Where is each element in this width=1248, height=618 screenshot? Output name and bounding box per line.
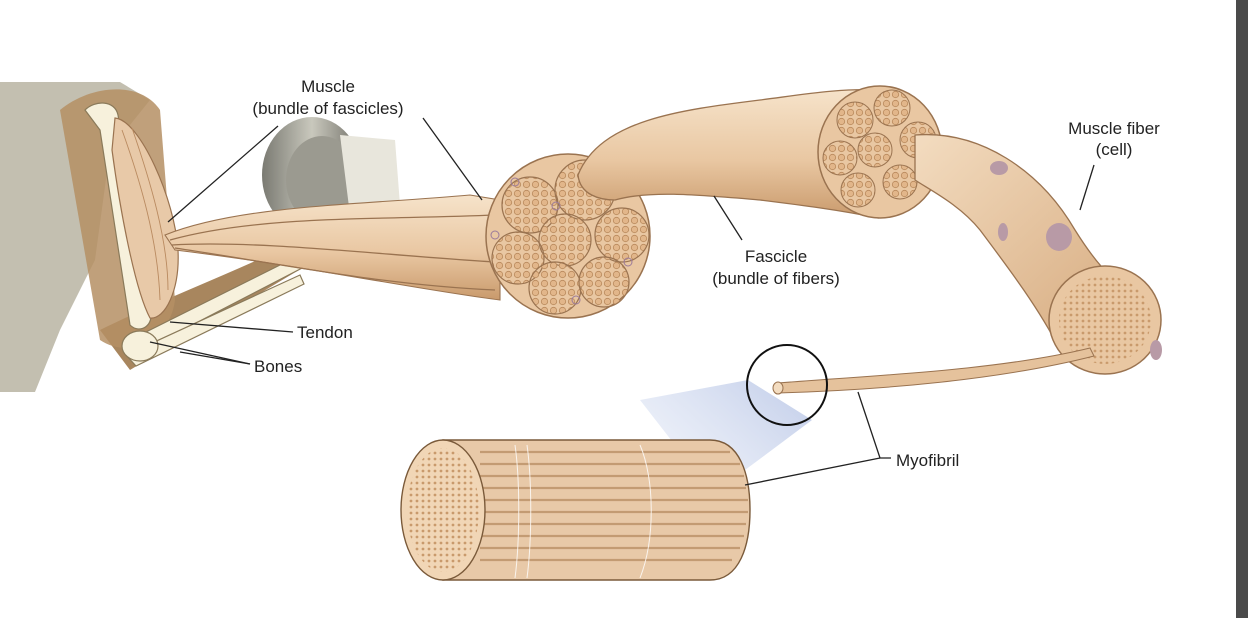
label-muscle-fiber-sub: (cell)	[1096, 140, 1133, 159]
biceps-muscle	[111, 117, 179, 319]
magnifier-circle	[746, 344, 828, 426]
leader-muscle-b	[422, 117, 483, 201]
myofibril-strand	[772, 347, 1095, 395]
arm-illustration	[0, 82, 400, 392]
leader-muscle-a	[167, 125, 279, 223]
right-border	[1236, 0, 1248, 618]
leader-bones-b	[179, 351, 251, 365]
label-bones: Bones	[254, 357, 302, 376]
label-muscle-sub: (bundle of fascicles)	[252, 99, 403, 118]
label-tendon: Tendon	[297, 323, 353, 342]
leader-lines	[149, 117, 1095, 486]
label-myofibril: Myofibril	[896, 451, 959, 470]
label-muscle-fiber: Muscle fiber	[1068, 119, 1160, 138]
leader-fascicle	[713, 195, 743, 241]
leader-tendon	[169, 321, 294, 333]
leader-bones-a	[149, 341, 251, 365]
myofibril-cylinder	[400, 439, 751, 581]
label-fascicle: Fascicle	[745, 247, 807, 266]
sleeve	[0, 82, 150, 392]
muscle-fiber	[914, 133, 1162, 375]
label-muscle: Muscle	[301, 77, 355, 96]
leader-fiber	[1079, 164, 1095, 211]
leader-myofibril-cyl	[744, 457, 881, 486]
fascicle	[577, 85, 943, 219]
leader-myofibril	[857, 391, 891, 459]
dumbbell	[262, 117, 400, 233]
muscle-strands	[164, 194, 501, 301]
label-fascicle-sub: (bundle of fibers)	[712, 269, 840, 288]
